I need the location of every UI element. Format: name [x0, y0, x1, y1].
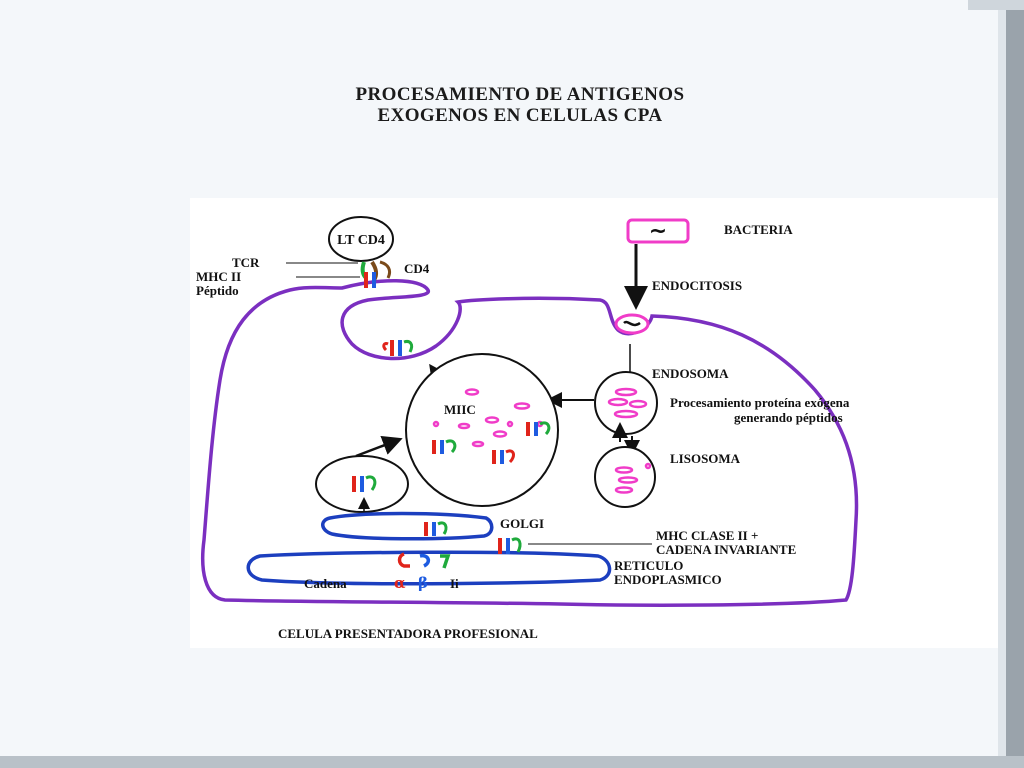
- lt-cd4-label: LT CD4: [337, 233, 385, 248]
- golgi-label: GOLGI: [500, 516, 544, 531]
- endoplasmic-reticulum: [246, 550, 612, 586]
- vesicle-mhc-complex: [352, 475, 377, 492]
- diagram-title: PROCESAMIENTO DE ANTIGENOS EXOGENOS EN C…: [240, 84, 800, 126]
- reticulo-label-line-2: ENDOPLASMICO: [614, 572, 722, 587]
- lisosome-fragments: [614, 462, 652, 494]
- mhc-clase-label-line-1: MHC CLASE II +: [656, 528, 758, 543]
- title-line-1: PROCESAMIENTO DE ANTIGENOS: [355, 84, 685, 105]
- er-mhc-complex: [498, 537, 522, 554]
- endocitosis-label: ENDOCITOSIS: [652, 278, 742, 293]
- lt-cd4-cell: [328, 216, 394, 262]
- mhc-ii-label: MHC II: [196, 269, 241, 284]
- slide-edge-bottom: [0, 756, 1024, 768]
- cd4-label: CD4: [404, 261, 430, 276]
- miic-compartment: [405, 353, 559, 507]
- procesamiento-label-line-1: Procesamiento proteína exógena: [670, 395, 850, 410]
- surface-mhc-tcr-complex: [360, 260, 392, 288]
- bacteria-shape: [626, 218, 690, 244]
- endosoma-label: ENDOSOMA: [652, 366, 729, 381]
- invariant-chain-label: Ii: [450, 576, 459, 591]
- er-chains: [397, 552, 451, 569]
- miic-fragments: [432, 388, 544, 448]
- arrow-vesicle-to-miic: [355, 435, 403, 458]
- tcr-label: TCR: [232, 255, 260, 270]
- cadena-label: Cadena: [304, 576, 347, 591]
- title-line-2: EXOGENOS EN CELULAS CPA: [377, 105, 663, 126]
- peptido-label: Péptido: [196, 283, 239, 298]
- diagram-panel: [190, 198, 998, 648]
- miic-label: MIIC: [444, 402, 476, 417]
- slide-edge-top: [968, 0, 1024, 10]
- reticulo-label-line-1: RETICULO: [614, 558, 683, 573]
- cell-membrane: [200, 279, 859, 607]
- procesamiento-label-line-2: generando péptidos: [734, 410, 843, 425]
- bacteria-symbol: ~: [649, 219, 667, 244]
- pocket-mhc-complex: [382, 340, 414, 356]
- endosome-fragments: [607, 387, 648, 419]
- cell-caption: CELULA PRESENTADORA PROFESIONAL: [278, 626, 538, 641]
- engulfed-bacteria: [623, 320, 641, 327]
- beta-chain-label: β: [418, 574, 428, 592]
- golgi-mhc-complex: [424, 521, 448, 536]
- slide-edge-right: [1006, 0, 1024, 768]
- miic-mhc-complexes: [432, 421, 551, 464]
- alpha-chain-label: α: [394, 574, 406, 592]
- mhc-clase-label-line-2: CADENA INVARIANTE: [656, 542, 796, 557]
- lisosoma-label: LISOSOMA: [670, 451, 741, 466]
- bacteria-label: BACTERIA: [724, 222, 793, 237]
- slide-edge-shadow: [998, 0, 1006, 768]
- golgi-apparatus: [321, 511, 494, 541]
